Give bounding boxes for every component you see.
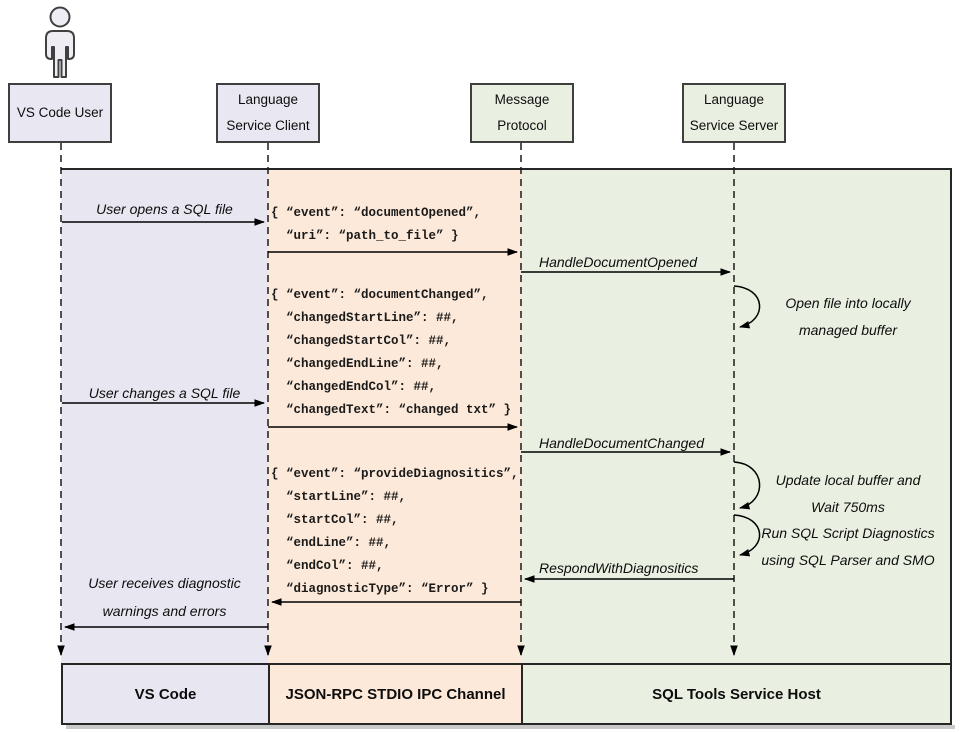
actor-label-line2: Protocol xyxy=(497,118,547,133)
actor-label-line1: Language xyxy=(237,92,299,107)
bottom-box-vscode: VS Code xyxy=(61,663,270,725)
payload-line: “uri”: “path_to_file” } xyxy=(271,229,459,243)
bottom-box-ipc-channel: JSON-RPC STDIO IPC Channel xyxy=(268,663,523,725)
actor-label-line1: Language xyxy=(703,92,765,107)
payload-document-opened: { “event”: “documentOpened”, “uri”: “pat… xyxy=(271,202,481,248)
actor-label-line1: Message xyxy=(494,92,550,107)
actor-box-message-protocol: Message Protocol xyxy=(470,83,574,143)
payload-line: { “event”: “documentOpened”, xyxy=(271,206,482,220)
actor-label-line2: Service Client xyxy=(226,118,310,133)
payload-line: “endLine”: ##, xyxy=(271,536,392,550)
payload-line: { “event”: “documentChanged”, xyxy=(271,288,489,302)
user-actor-icon xyxy=(45,6,75,78)
actor-box-vscode-user: VS Code User xyxy=(8,83,112,143)
actor-box-language-service-client: Language Service Client xyxy=(216,83,320,143)
label-respond-with-diagnostics: RespondWithDiagnositics xyxy=(539,560,699,576)
note-line: Open file into locally xyxy=(785,295,911,311)
label-line: warnings and errors xyxy=(102,603,227,619)
payload-line: “changedEndLine”: ##, xyxy=(271,357,444,371)
payload-line: “changedText”: “changed txt” } xyxy=(271,403,512,417)
payload-document-changed: { “event”: “documentChanged”, “changedSt… xyxy=(271,284,511,422)
note-line: managed buffer xyxy=(798,322,898,338)
label-user-receives-diagnostics: User receives diagnostic warnings and er… xyxy=(61,569,268,625)
payload-line: “changedStartCol”: ##, xyxy=(271,334,452,348)
payload-line: “endCol”: ##, xyxy=(271,559,384,573)
note-run-diagnostics: Run SQL Script Diagnostics using SQL Par… xyxy=(748,520,948,574)
actor-label-line2: Service Server xyxy=(689,118,779,133)
payload-line: “changedEndCol”: ##, xyxy=(271,380,437,394)
note-update-buffer: Update local buffer and Wait 750ms xyxy=(748,467,948,521)
lane-service-host xyxy=(521,170,952,663)
note-line: using SQL Parser and SMO xyxy=(761,552,935,568)
payload-provide-diagnostics: { “event”: “provideDiagnositics”, “start… xyxy=(271,463,519,601)
payload-line: “startCol”: ##, xyxy=(271,513,399,527)
actor-label: VS Code User xyxy=(16,105,104,120)
label-handle-document-changed: HandleDocumentChanged xyxy=(539,435,704,451)
payload-line: “changedStartLine”: ##, xyxy=(271,311,459,325)
actor-box-language-service-server: Language Service Server xyxy=(682,83,786,143)
payload-line: “diagnosticType”: “Error” } xyxy=(271,582,489,596)
label-user-opens-file: User opens a SQL file xyxy=(96,201,233,217)
note-line: Wait 750ms xyxy=(811,499,885,515)
label-handle-document-opened: HandleDocumentOpened xyxy=(539,254,697,270)
payload-line: “startLine”: ##, xyxy=(271,490,407,504)
label-user-changes-file: User changes a SQL file xyxy=(88,385,241,401)
label-line: User receives diagnostic xyxy=(88,575,241,591)
note-open-buffer: Open file into locally managed buffer xyxy=(748,290,948,344)
payload-line: { “event”: “provideDiagnositics”, xyxy=(271,467,519,481)
bottom-shadow xyxy=(66,725,955,729)
note-line: Run SQL Script Diagnostics xyxy=(761,525,935,541)
bottom-box-service-host: SQL Tools Service Host xyxy=(521,663,952,725)
note-line: Update local buffer and xyxy=(775,472,921,488)
